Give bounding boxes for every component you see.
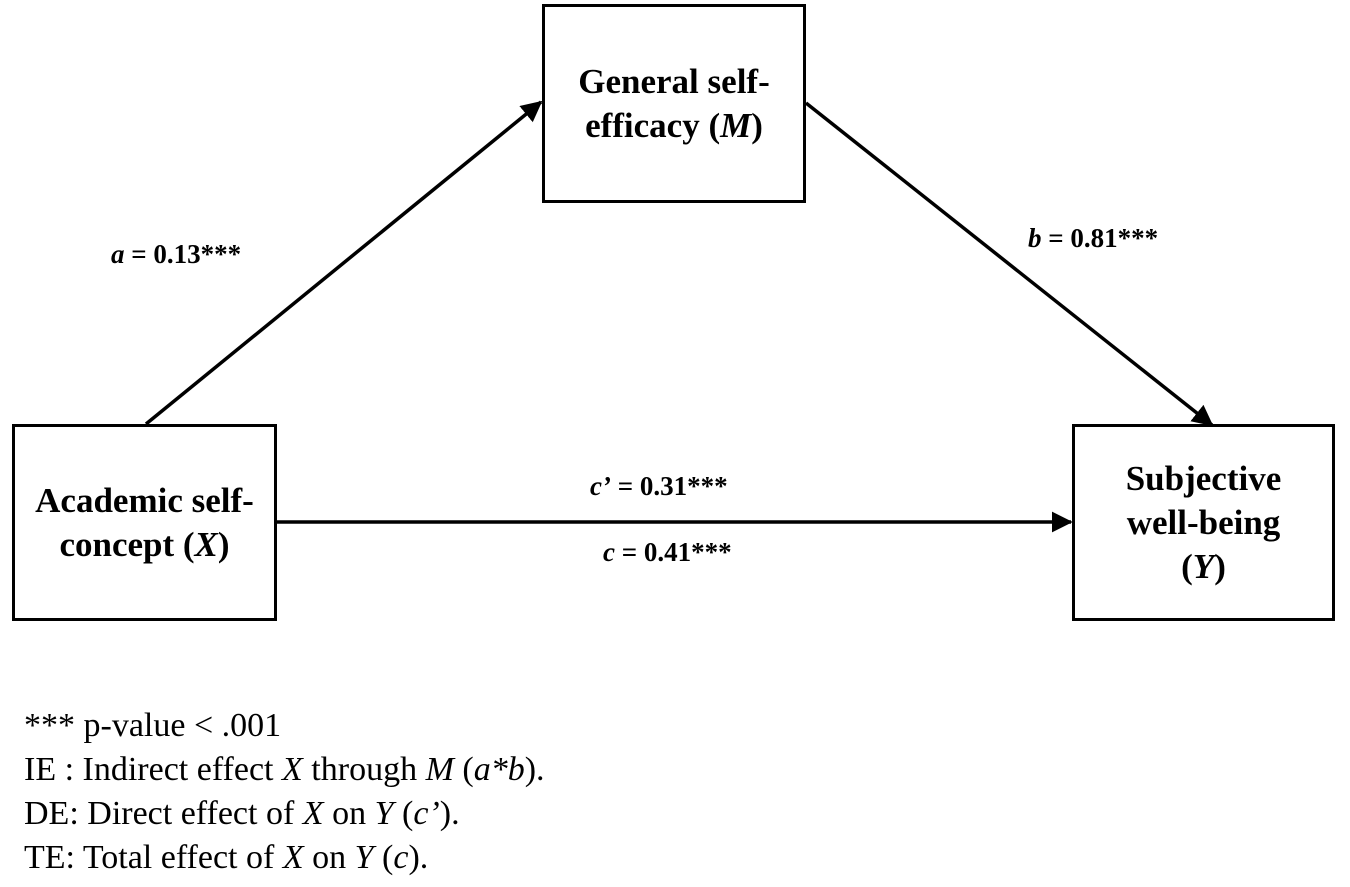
arrow-b <box>804 101 1214 427</box>
dependent-symbol: Y <box>1192 546 1215 586</box>
path-c-label: c = 0.41*** <box>603 537 732 567</box>
mediator-line2: efficacy (M) <box>585 105 763 145</box>
independent-line2: concept (X) <box>59 524 230 564</box>
independent-box: Academic self- concept (X) <box>12 424 277 621</box>
mediator-box: General self- efficacy (M) <box>542 4 806 203</box>
arrow-a <box>144 100 543 426</box>
dependent-line1: Subjective <box>1125 458 1282 498</box>
path-a-label: a = 0.13*** <box>111 239 242 269</box>
mediator-symbol: M <box>720 105 752 145</box>
dependent-line3: (Y) <box>1181 546 1226 586</box>
dependent-box: Subjective well-being (Y) <box>1072 424 1335 621</box>
note-te: TE: Total effect of X on Y (c). <box>24 839 429 876</box>
independent-line1: Academic self- <box>35 480 254 520</box>
independent-symbol: X <box>194 524 218 564</box>
notes: *** p-value < .001 IE : Indirect effect … <box>24 704 545 880</box>
dependent-line2: well-being <box>1126 502 1281 542</box>
note-de: DE: Direct effect of X on Y (c’). <box>24 795 460 832</box>
note-ie: IE : Indirect effect X through M (a*b). <box>24 751 545 788</box>
note-significance: *** p-value < .001 <box>24 707 282 744</box>
mediator-line1: General self- <box>578 61 770 101</box>
path-b-label: b = 0.81*** <box>1028 223 1159 253</box>
path-c-prime-label: c’ = 0.31*** <box>590 471 728 501</box>
